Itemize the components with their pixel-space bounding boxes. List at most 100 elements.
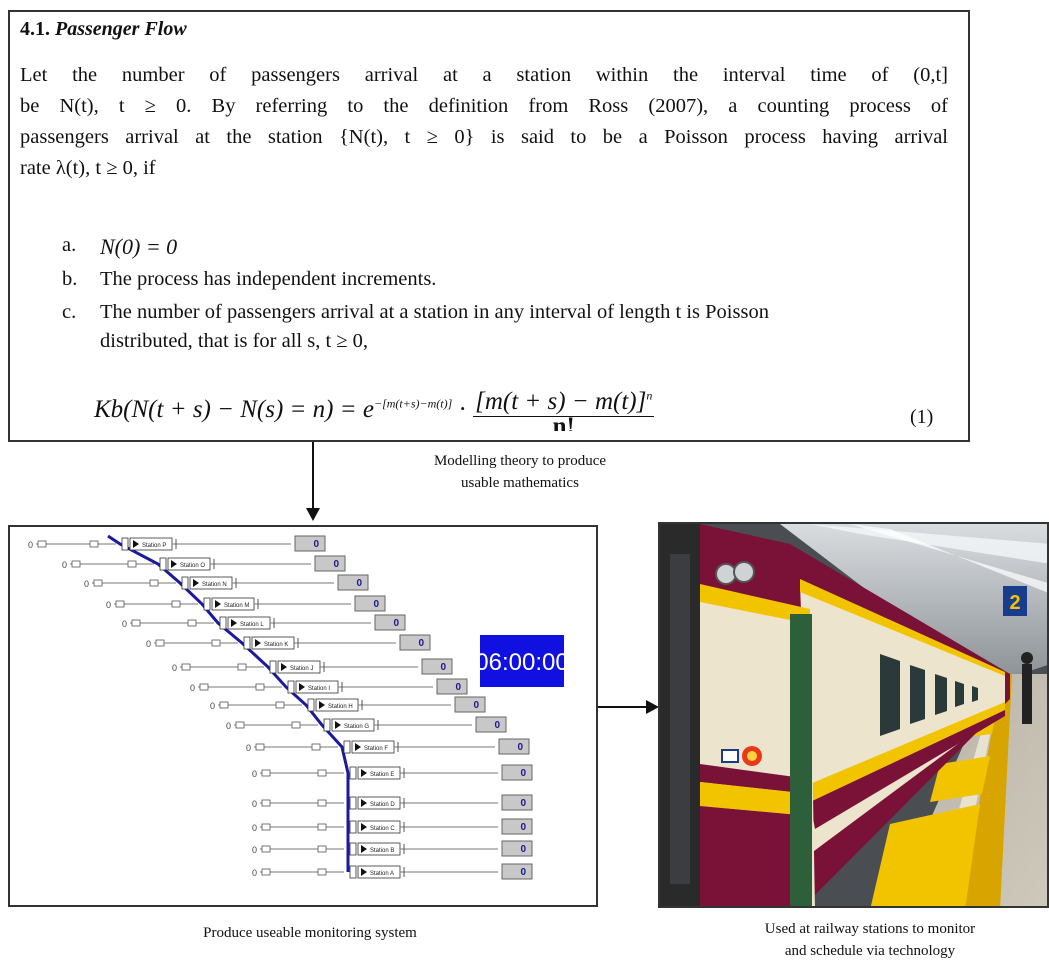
train-marker	[317, 845, 327, 853]
passenger-counter	[337, 574, 369, 591]
station-node	[269, 660, 277, 674]
train-marker	[261, 868, 271, 876]
passenger-count: 0	[440, 662, 446, 673]
station-node	[349, 865, 357, 879]
station-label: Station C	[370, 826, 395, 832]
down-arrow-line	[312, 442, 314, 512]
train-marker	[181, 663, 191, 671]
station-node	[219, 616, 227, 630]
passenger-count: 0	[520, 768, 526, 779]
equation-exponent: −[m(t+s)−m(t)]	[373, 396, 453, 411]
passenger-count: 0	[520, 844, 526, 855]
passenger-count: 0	[418, 638, 424, 649]
station-arrow-icon	[361, 823, 367, 831]
leading-count: 0	[252, 868, 257, 878]
station-label: Station B	[370, 848, 394, 854]
train-marker	[37, 540, 47, 548]
station-node	[343, 740, 351, 754]
station-label: Station H	[328, 704, 353, 710]
leading-count: 0	[172, 663, 177, 673]
train-marker	[255, 743, 265, 751]
station-arrow-icon	[215, 600, 221, 608]
leading-count: 0	[210, 701, 215, 711]
condition-text: The number of passengers arrival at a st…	[100, 301, 769, 323]
passenger-count: 0	[455, 682, 461, 693]
station-node	[181, 576, 189, 590]
equation-lhs: Kb(N(t + s) − N(s) = n) = e	[94, 396, 374, 423]
section-number: 4.1.	[20, 18, 50, 40]
train-marker	[261, 845, 271, 853]
train-marker	[155, 639, 165, 647]
passenger-counter	[436, 678, 468, 695]
station-label: Station I	[308, 686, 330, 692]
station-arrow-icon	[361, 868, 367, 876]
train-marker	[291, 721, 301, 729]
passenger-counter	[501, 818, 533, 835]
equation-dot: ·	[458, 396, 467, 423]
paragraph-line: be N(t), t ≥ 0. By referring to the defi…	[20, 95, 948, 117]
station-node	[243, 636, 251, 650]
station-arrow-icon	[361, 799, 367, 807]
passenger-count: 0	[520, 798, 526, 809]
right-arrow-line	[598, 706, 648, 708]
train-marker	[131, 619, 141, 627]
passenger-counter	[399, 634, 431, 651]
passenger-count: 0	[393, 618, 399, 629]
station-label: Station P	[142, 543, 166, 549]
passenger-count: 0	[520, 822, 526, 833]
theory-panel: 4.1. Passenger Flow Let the number of pa…	[8, 10, 970, 442]
passenger-counter	[501, 840, 533, 857]
poisson-equation: Kb(N(t + s) − N(s) = n) = e−[m(t+s)−m(t)…	[94, 388, 655, 439]
station-label: Station L	[240, 622, 264, 628]
train-marker	[187, 619, 197, 627]
station-arrow-icon	[361, 769, 367, 777]
train-marker	[261, 769, 271, 777]
train-marker	[89, 540, 99, 548]
clock-display	[480, 635, 564, 687]
passenger-counter	[454, 696, 486, 713]
caption-line: usable mathematics	[461, 475, 579, 491]
train-marker	[235, 721, 245, 729]
modelling-caption: Modelling theory to produce usable mathe…	[330, 450, 710, 494]
right-arrow-head	[646, 700, 659, 714]
leading-count: 0	[252, 799, 257, 809]
station-label: Station E	[370, 772, 394, 778]
passenger-counter	[501, 764, 533, 781]
platform-sign: 2	[1009, 592, 1020, 614]
station-node	[121, 537, 129, 551]
equation-numerator: [m(t + s) − m(t)]	[475, 388, 647, 415]
train-marker	[255, 683, 265, 691]
caption-line: and schedule via technology	[784, 943, 956, 959]
station-node	[323, 718, 331, 732]
equation-power: n	[646, 388, 653, 403]
leading-count: 0	[146, 639, 151, 649]
station-node	[307, 698, 315, 712]
passenger-count: 0	[333, 559, 339, 570]
train-marker	[261, 799, 271, 807]
leading-count: 0	[62, 560, 67, 570]
train-photo: 2	[660, 524, 1047, 906]
station-label: Station F	[364, 746, 388, 752]
station-arrow-icon	[361, 845, 367, 853]
leading-count: 0	[122, 619, 127, 629]
passenger-count: 0	[313, 539, 319, 550]
station-arrow-icon	[193, 579, 199, 587]
station-arrow-icon	[281, 663, 287, 671]
leading-count: 0	[252, 845, 257, 855]
station-label: Station J	[290, 666, 313, 672]
passenger-count: 0	[373, 599, 379, 610]
condition-marker: a.	[62, 234, 77, 256]
passenger-count: 0	[517, 742, 523, 753]
train-marker	[219, 701, 229, 709]
leading-count: 0	[252, 823, 257, 833]
railway-caption: Used at railway stations to monitor and …	[690, 918, 1049, 962]
railway-photo-panel: 2	[658, 522, 1049, 908]
station-node	[349, 796, 357, 810]
train-marker	[149, 579, 159, 587]
station-label: Station G	[344, 724, 369, 730]
leading-count: 0	[190, 683, 195, 693]
equation-denominator: n!	[552, 417, 575, 431]
passenger-counter	[374, 614, 406, 631]
train-marker	[211, 639, 221, 647]
